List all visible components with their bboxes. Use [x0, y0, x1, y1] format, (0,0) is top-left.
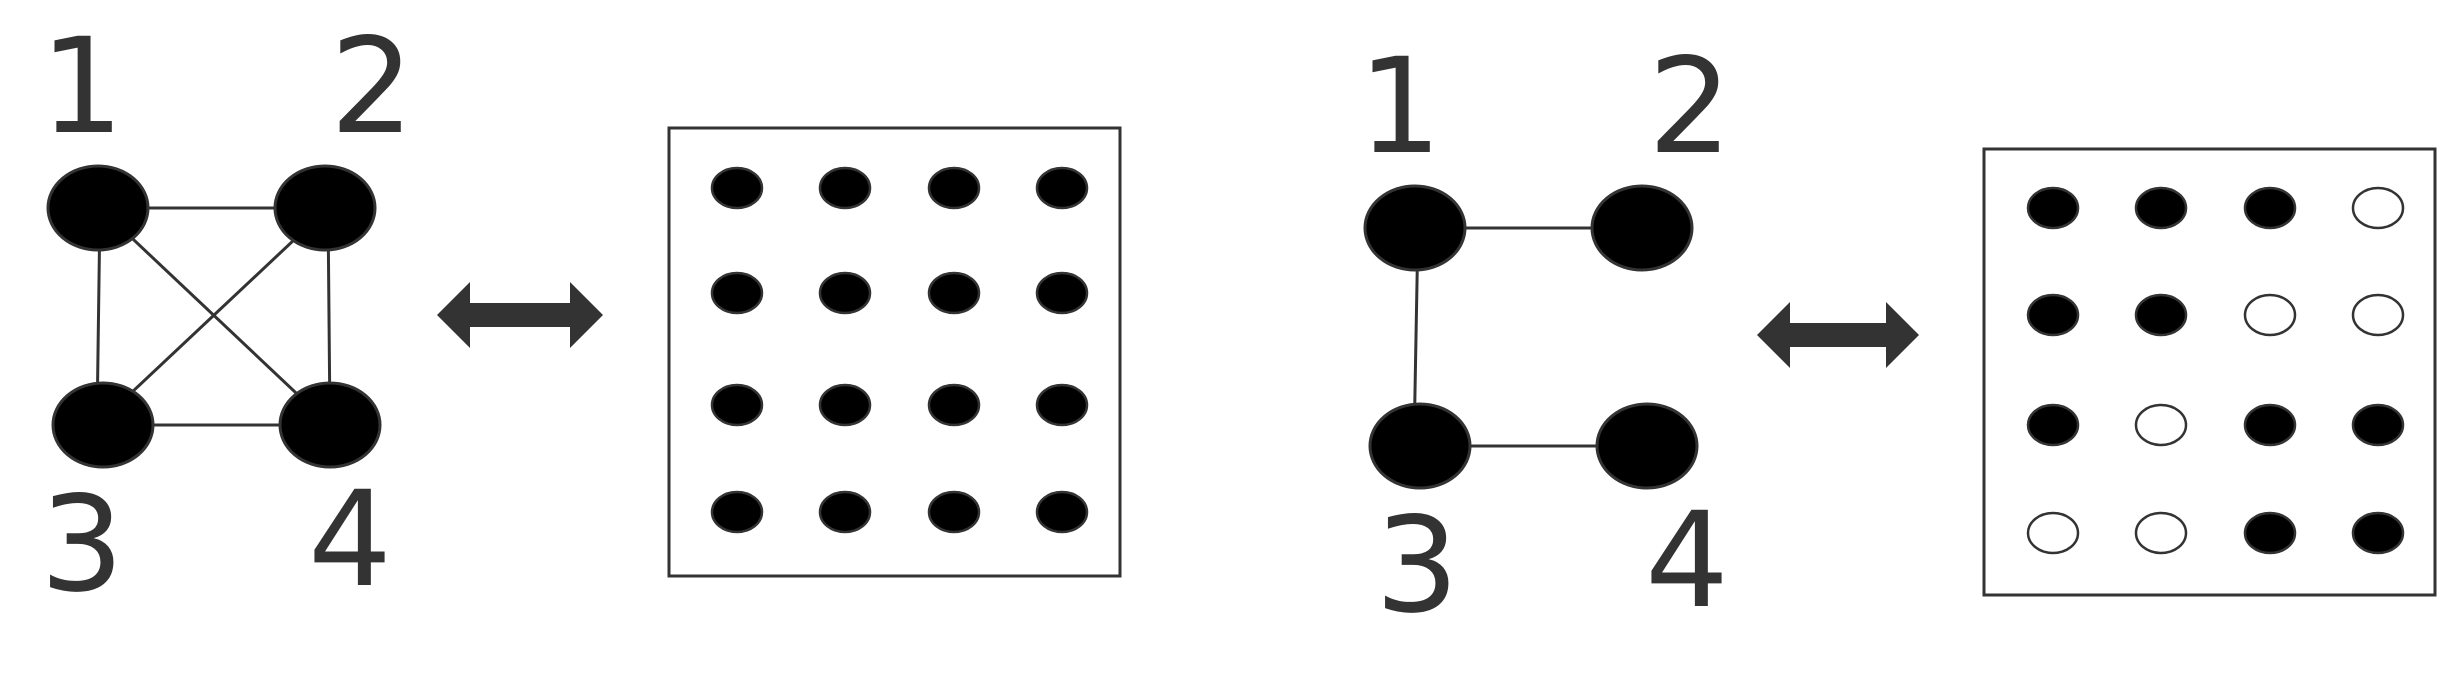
matrix-cell-1-2 [818, 166, 872, 210]
adjacency-matrix-complete [667, 126, 1122, 578]
node-label-2: 2 [1648, 30, 1732, 184]
matrix-cell-2-4 [2351, 293, 2405, 337]
matrix-cell-4-1 [2026, 511, 2080, 555]
matrix-cell-3-4 [2351, 403, 2405, 447]
graph-node-1 [46, 164, 150, 252]
matrix-cell-1-2 [2134, 186, 2188, 230]
double-arrow-icon [437, 282, 603, 348]
matrix-cell-3-3 [927, 383, 981, 427]
matrix-cell-3-3 [2243, 403, 2297, 447]
graph-node-2 [273, 164, 377, 252]
matrix-cell-4-1 [710, 490, 764, 534]
matrix-cell-2-1 [710, 271, 764, 315]
panel-partial-graph: 1 2 3 4 [1358, 30, 2437, 643]
matrix-cells [2026, 186, 2405, 555]
matrix-cell-2-3 [2243, 293, 2297, 337]
graph-complete: 1 2 3 4 [40, 10, 414, 622]
node-label-3: 3 [1375, 489, 1459, 643]
matrix-cell-3-2 [2134, 403, 2188, 447]
matrix-cell-2-2 [2134, 293, 2188, 337]
matrix-cell-1-1 [2026, 186, 2080, 230]
matrix-frame [1982, 147, 2437, 597]
matrix-cell-3-1 [2026, 403, 2080, 447]
matrix-cell-1-1 [710, 166, 764, 210]
graph-node-3 [1368, 402, 1472, 490]
matrix-cell-3-2 [818, 383, 872, 427]
matrix-cell-2-1 [2026, 293, 2080, 337]
panel-complete-graph: 1 2 3 4 [40, 10, 1122, 622]
node-label-4: 4 [1645, 484, 1729, 638]
node-label-2: 2 [330, 10, 414, 164]
graph-nodes [1363, 184, 1699, 490]
double-arrow-icon [1757, 302, 1919, 368]
graph-node-4 [1595, 402, 1699, 490]
graph-node-4 [278, 381, 382, 469]
graph-node-1 [1363, 184, 1467, 272]
node-label-1: 1 [1358, 30, 1442, 184]
graph-partial: 1 2 3 4 [1358, 30, 1732, 643]
node-label-3: 3 [40, 468, 124, 622]
matrix-cell-3-4 [1035, 383, 1089, 427]
matrix-cell-2-2 [818, 271, 872, 315]
node-label-4: 4 [308, 463, 392, 617]
graph-edge-1-4 [98, 206, 332, 427]
matrix-cell-1-4 [1035, 166, 1089, 210]
matrix-cell-4-2 [2134, 511, 2188, 555]
matrix-cell-1-3 [2243, 186, 2297, 230]
matrix-cell-2-3 [927, 271, 981, 315]
graph-edge-2-3 [95, 206, 330, 427]
matrix-cell-4-4 [2351, 511, 2405, 555]
matrix-cell-3-1 [710, 383, 764, 427]
matrix-cell-2-4 [1035, 271, 1089, 315]
matrix-cells [710, 166, 1089, 534]
graph-node-3 [51, 381, 155, 469]
matrix-cell-4-4 [1035, 490, 1089, 534]
graph-node-2 [1590, 184, 1694, 272]
matrix-cell-4-3 [927, 490, 981, 534]
node-label-1: 1 [40, 10, 124, 164]
matrix-cell-1-3 [927, 166, 981, 210]
matrix-cell-4-3 [2243, 511, 2297, 555]
matrix-cell-4-2 [818, 490, 872, 534]
adjacency-matrix-partial [1982, 147, 2437, 597]
matrix-frame [667, 126, 1122, 578]
matrix-cell-1-4 [2351, 186, 2405, 230]
graph-nodes [46, 164, 382, 469]
